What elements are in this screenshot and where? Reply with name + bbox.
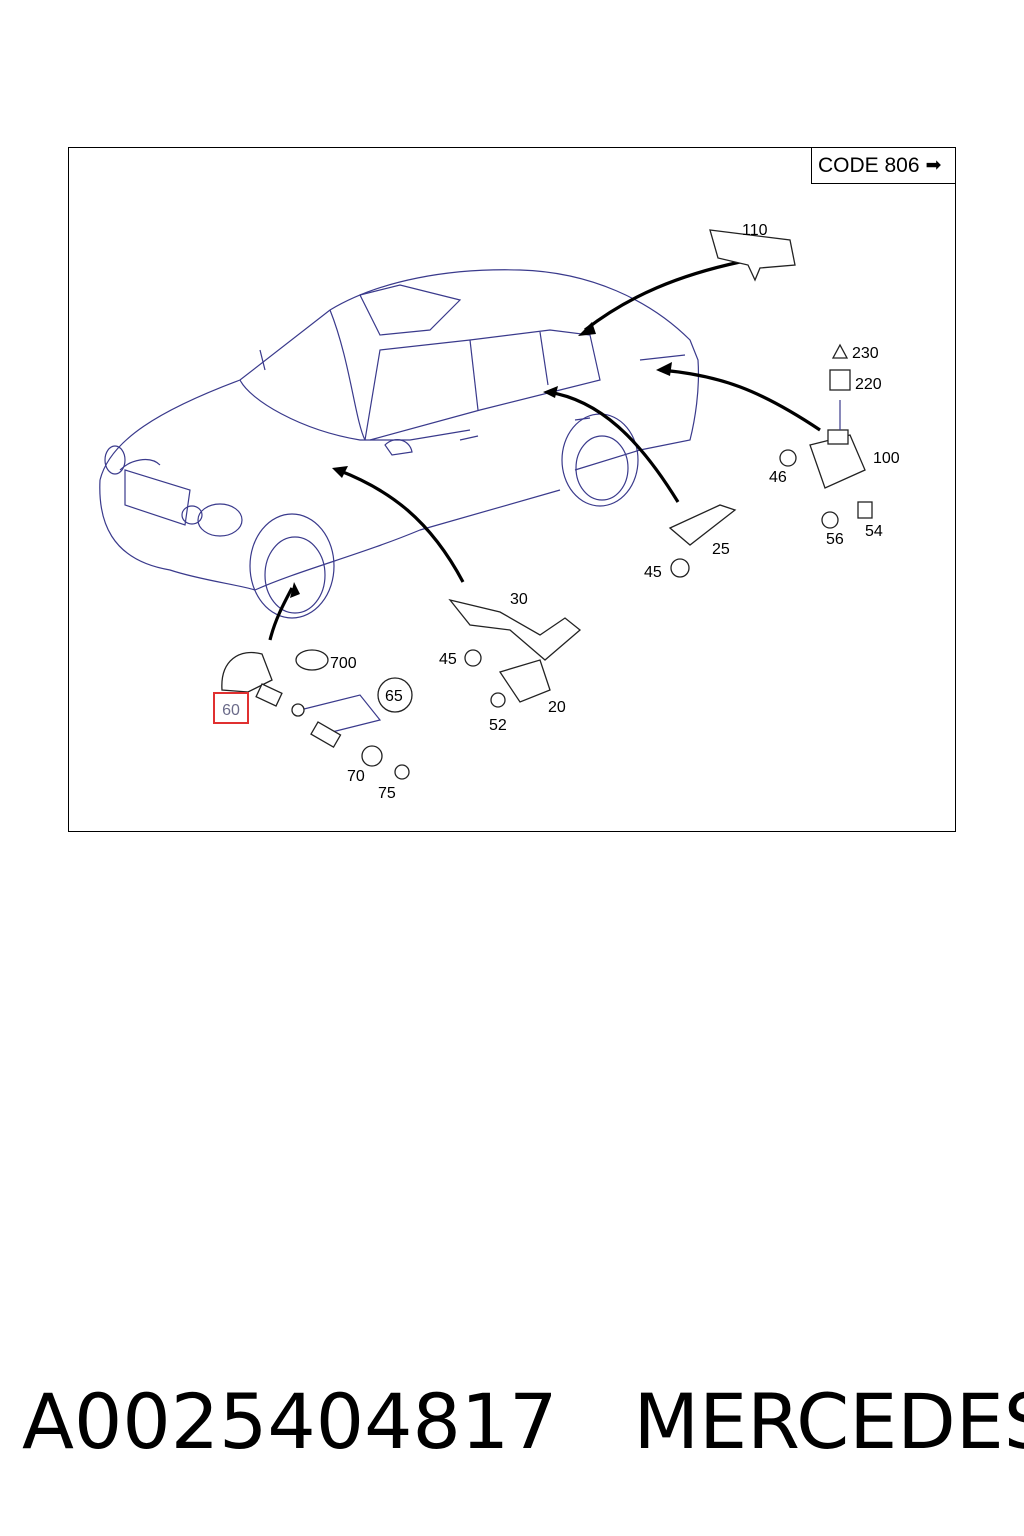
callout-700: 700: [330, 655, 357, 672]
code-label-text: CODE 806: [818, 153, 920, 177]
part-25-antenna: [668, 504, 737, 578]
highlighted-callout-60: 60: [213, 692, 249, 724]
callout-54: 54: [865, 523, 883, 540]
callout-56: 56: [826, 531, 844, 548]
code-806-label: CODE 806 ➡: [811, 148, 955, 184]
callout-45b: 45: [439, 651, 457, 668]
footer: A0025404817 MERCEDES: [22, 1366, 1024, 1476]
part-fasteners: [779, 449, 873, 529]
callout-45a: 45: [644, 564, 662, 581]
part-110: [709, 229, 796, 282]
part-100-module: [809, 343, 866, 489]
part-30-bracket: [448, 598, 582, 708]
part-700-label: [295, 649, 329, 671]
callout-25: 25: [712, 541, 730, 558]
brand-name: MERCEDES: [633, 1376, 1024, 1466]
arrows: [268, 260, 821, 641]
right-arrow-icon: ➡: [925, 155, 942, 176]
callout-65: 65: [385, 688, 403, 705]
callout-46: 46: [769, 469, 787, 486]
callout-100: 100: [873, 450, 900, 467]
callout-20: 20: [548, 699, 566, 716]
callout-52: 52: [489, 717, 507, 734]
diagram-frame: [68, 147, 956, 832]
part-number: A0025404817: [22, 1376, 558, 1466]
callout-220: 220: [855, 376, 882, 393]
callout-30: 30: [510, 591, 528, 608]
callout-75: 75: [378, 785, 396, 802]
part-60-sensor: [221, 652, 283, 707]
callout-230: 230: [852, 345, 879, 362]
callout-110: 110: [742, 222, 768, 239]
callout-70: 70: [347, 768, 365, 785]
car-illustration: [99, 269, 700, 619]
part-65-kit: [291, 677, 413, 780]
